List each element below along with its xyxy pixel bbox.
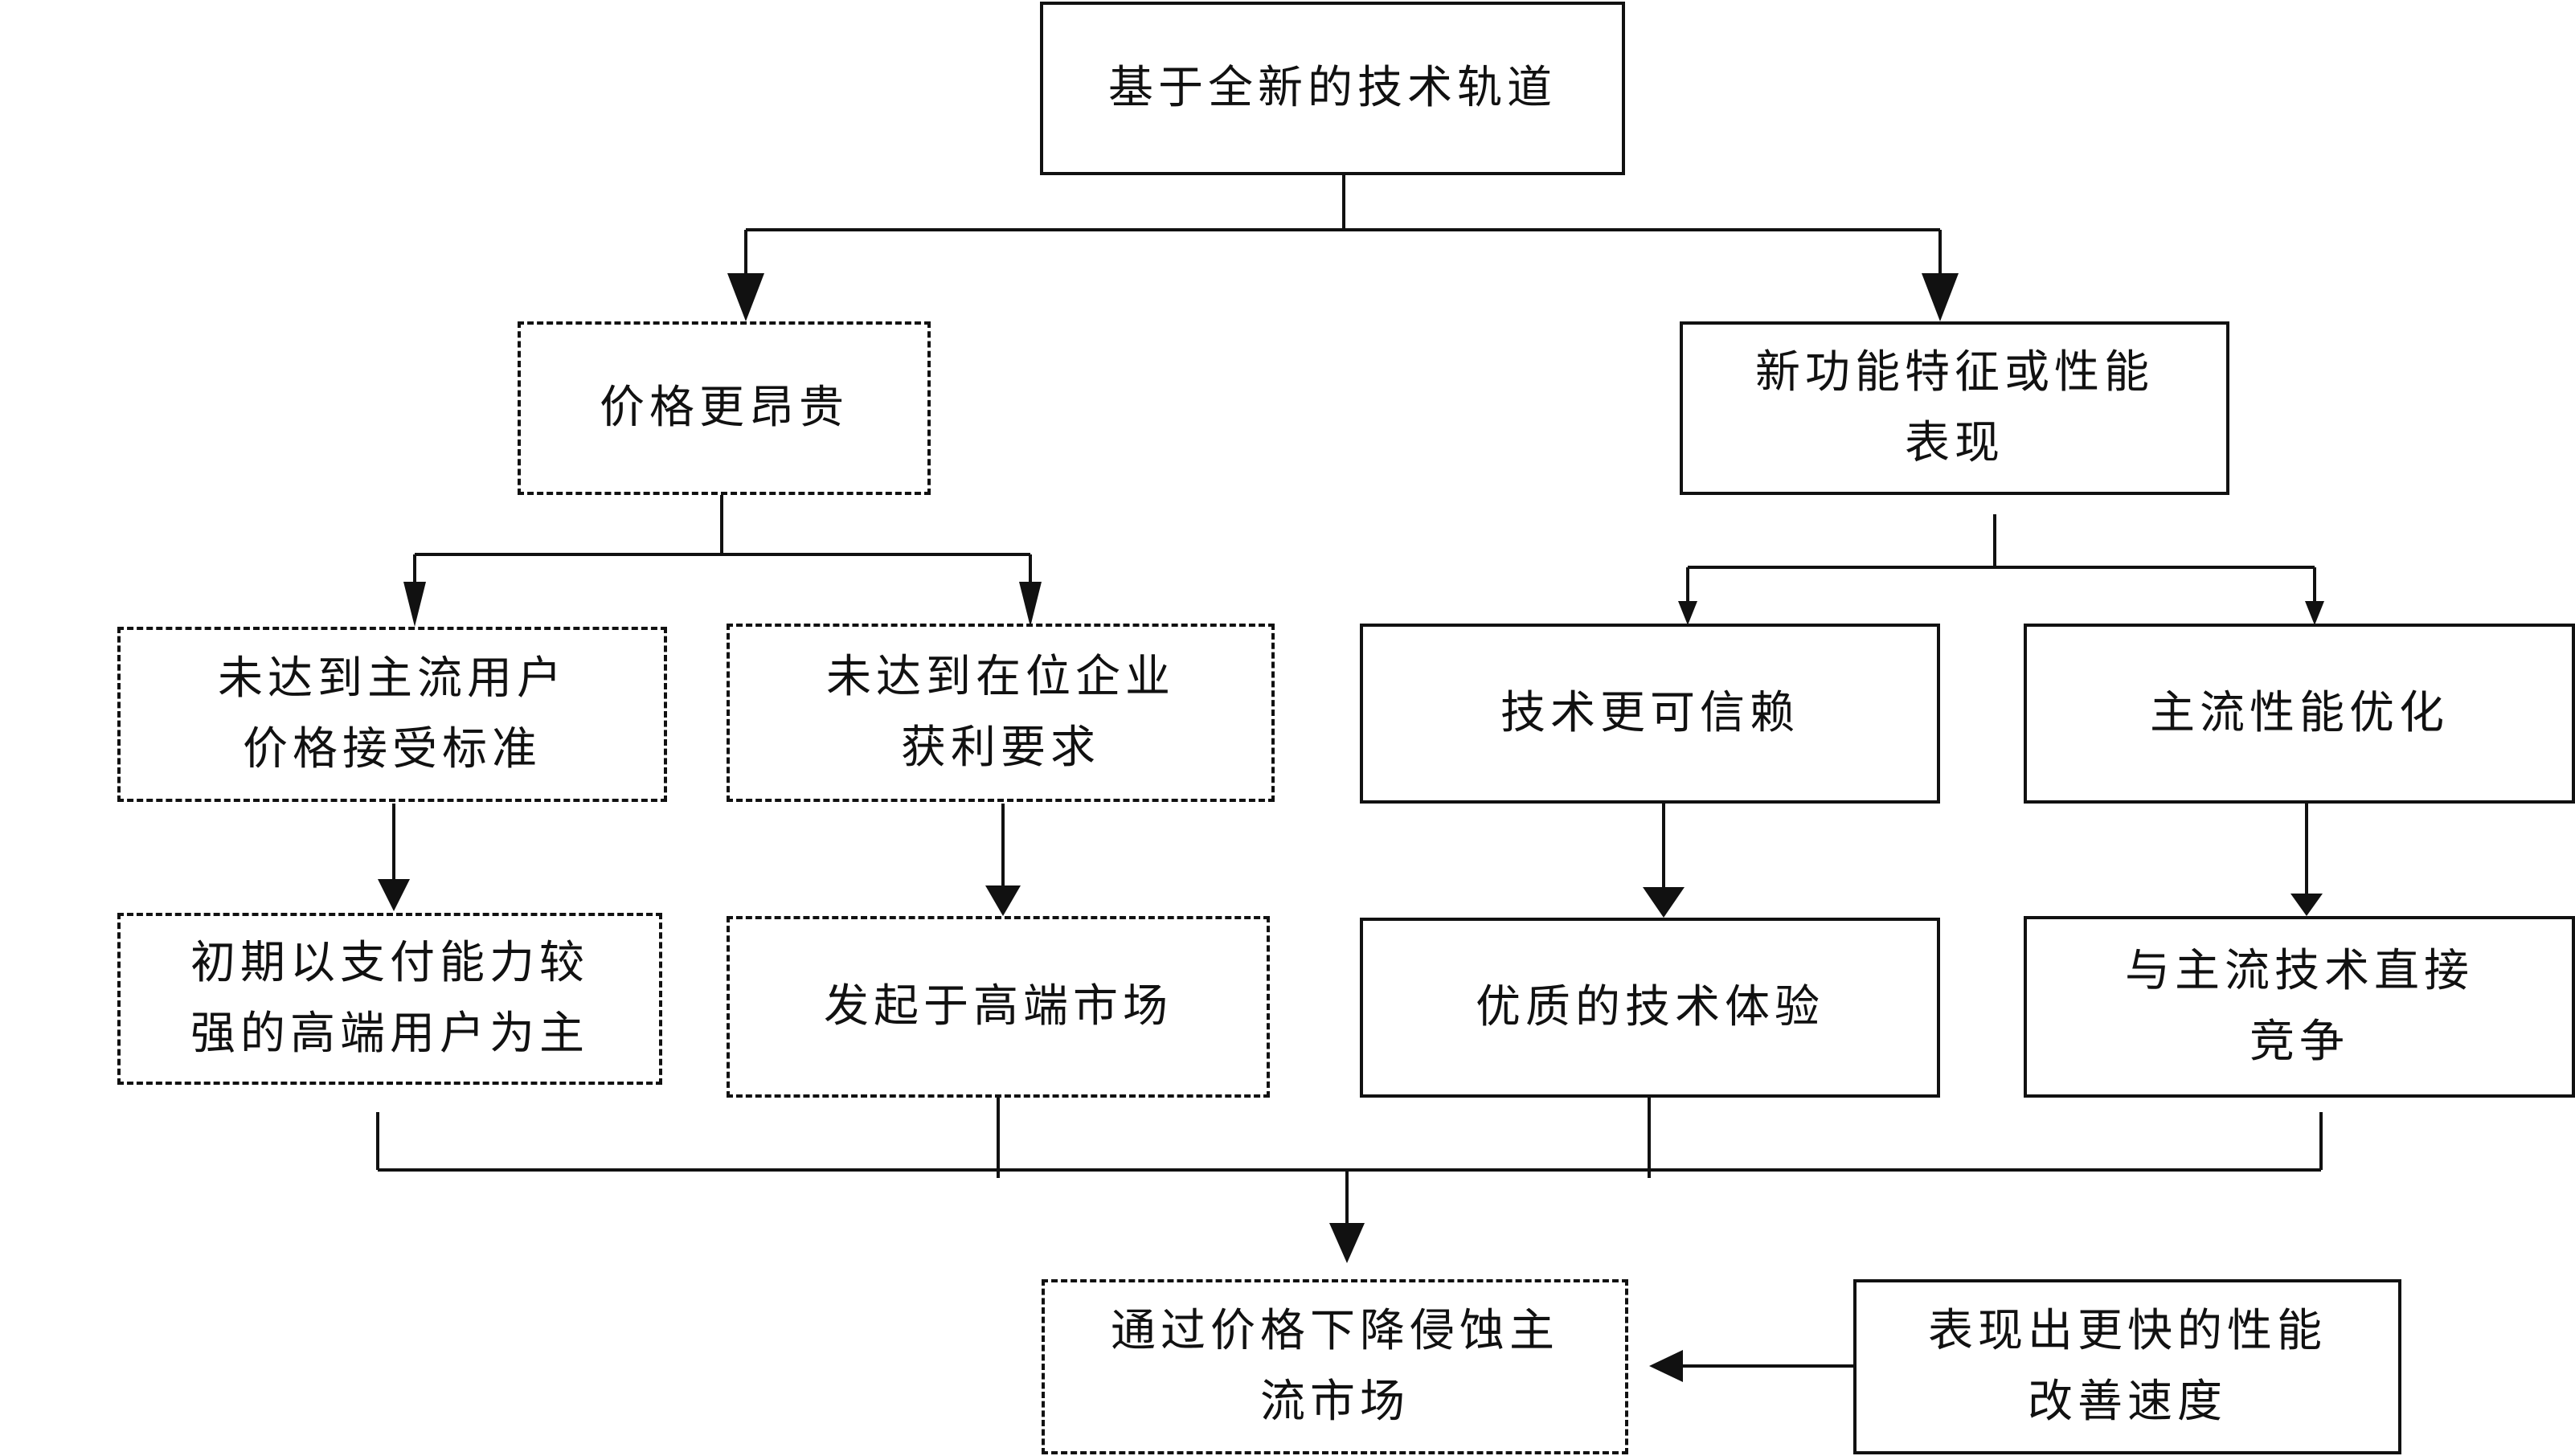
node-price-higher: 价格更昂贵 bbox=[518, 321, 931, 495]
node-root: 基于全新的技术轨道 bbox=[1040, 2, 1625, 175]
node-more-reliable: 技术更可信赖 bbox=[1360, 624, 1940, 804]
arrowhead-market bbox=[985, 885, 1021, 916]
node-high-end-users: 初期以支付能力较 强的高端用户为主 bbox=[117, 913, 662, 1085]
arrowhead-features bbox=[1922, 273, 1959, 321]
node-new-features: 新功能特征或性能 表现 bbox=[1680, 321, 2229, 495]
node-quality-experience: 优质的技术体验 bbox=[1360, 918, 1940, 1098]
node-erode-mainstream: 通过价格下降侵蚀主 流市场 bbox=[1042, 1279, 1628, 1454]
arrowhead-compete bbox=[2290, 894, 2323, 916]
node-below-incumbent-profit: 未达到在位企业 获利要求 bbox=[727, 624, 1275, 802]
node-below-user-price: 未达到主流用户 价格接受标准 bbox=[117, 627, 667, 802]
node-mainstream-perf: 主流性能优化 bbox=[2024, 624, 2575, 804]
arrowhead-price bbox=[727, 273, 764, 321]
arrowhead-high-end bbox=[378, 879, 410, 911]
arrowheads bbox=[378, 273, 2324, 1382]
arrowhead-user-price bbox=[403, 582, 426, 627]
arrowhead-reliable bbox=[1678, 601, 1697, 625]
arrowhead-incumbent bbox=[1019, 582, 1042, 627]
node-high-end-market: 发起于高端市场 bbox=[727, 916, 1270, 1098]
arrowhead-quality bbox=[1643, 887, 1685, 918]
arrowhead-erode bbox=[1329, 1223, 1365, 1263]
node-faster-improvement: 表现出更快的性能 改善速度 bbox=[1853, 1279, 2401, 1454]
node-compete-directly: 与主流技术直接 竞争 bbox=[2024, 916, 2575, 1098]
arrowhead-faster bbox=[1649, 1350, 1683, 1382]
arrowhead-mainstream-perf bbox=[2305, 601, 2324, 625]
